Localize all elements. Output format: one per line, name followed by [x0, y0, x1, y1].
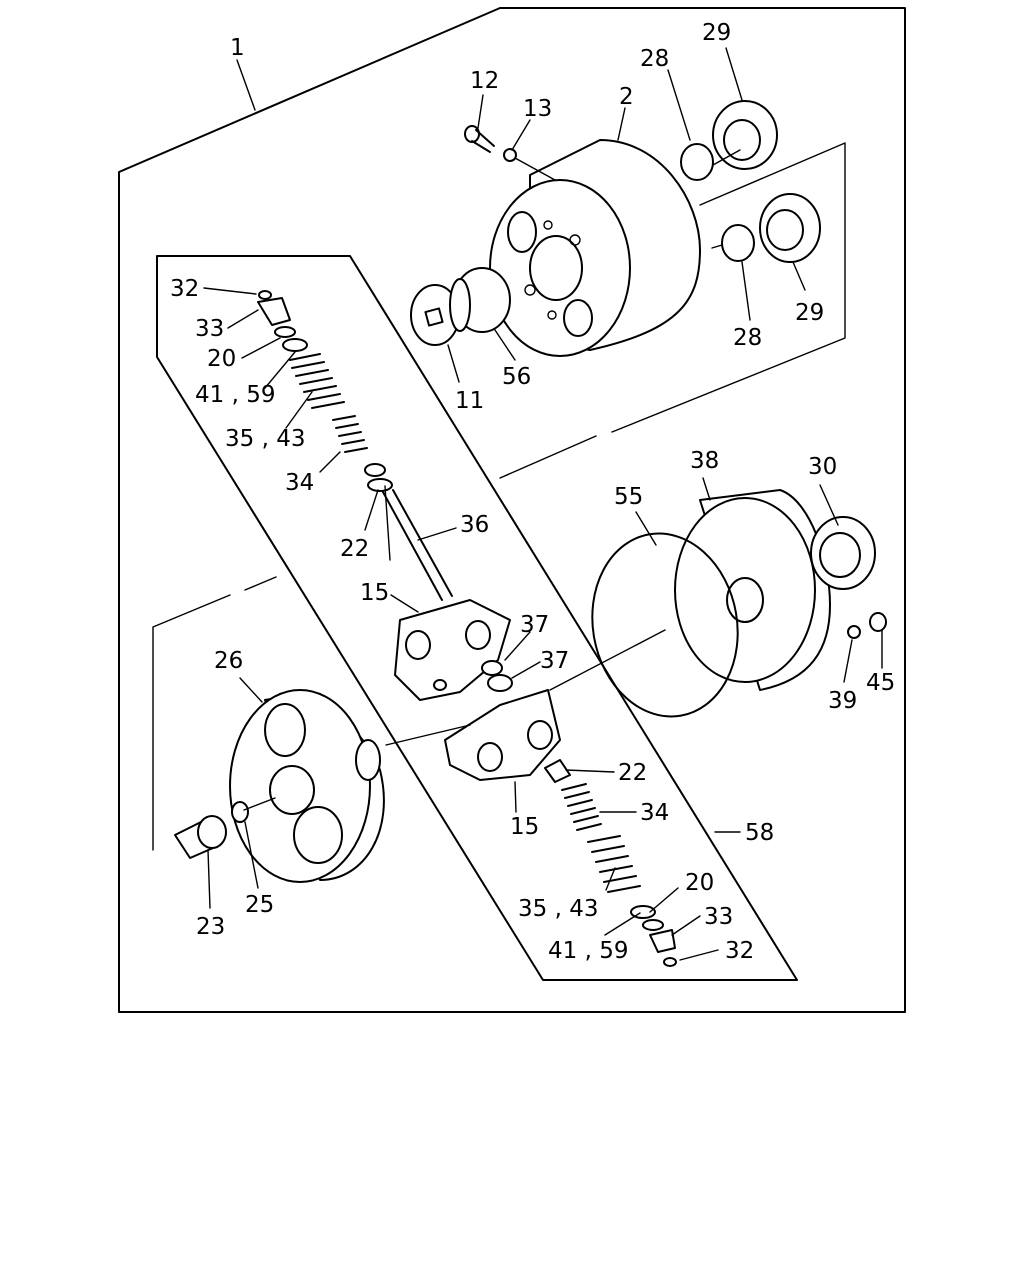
- callout-41-59-upper: 41 , 59: [195, 382, 275, 408]
- callout-12: 12: [470, 68, 499, 94]
- callout-37-upper: 37: [520, 612, 549, 638]
- callout-22-lower: 22: [618, 760, 647, 786]
- callout-20-upper: 20: [207, 346, 236, 372]
- screw-part: [847, 612, 887, 639]
- callout-labels: 1 12 13 2 28 29 29 28 56 11 32 33 20 41 …: [170, 20, 895, 964]
- callout-2: 2: [619, 84, 634, 110]
- callout-11: 11: [455, 388, 484, 414]
- end-plate-part: [229, 689, 385, 883]
- callout-23: 23: [196, 914, 225, 940]
- callout-33-lower: 33: [704, 904, 733, 930]
- callout-37-lower: 37: [540, 648, 569, 674]
- plug-part: [410, 267, 511, 346]
- callout-41-59-lower: 41 , 59: [548, 938, 628, 964]
- callout-39: 39: [828, 688, 857, 714]
- callout-28-upper: 28: [640, 46, 669, 72]
- callout-32-lower: 32: [725, 938, 754, 964]
- subassembly-frame: [156, 255, 798, 981]
- callout-29-lower: 29: [795, 300, 824, 326]
- callout-58: 58: [745, 820, 774, 846]
- callout-15-upper: 15: [360, 580, 389, 606]
- valve-block-lower: [444, 689, 561, 781]
- callout-20-lower: 20: [685, 870, 714, 896]
- pump-body-part: [489, 139, 701, 357]
- valve-block-upper: [394, 599, 511, 701]
- upper-valve-stack: [257, 290, 453, 601]
- callout-55: 55: [614, 484, 643, 510]
- callout-34-upper: 34: [285, 470, 314, 496]
- callout-33-upper: 33: [195, 316, 224, 342]
- callout-45: 45: [866, 670, 895, 696]
- assembly-frame: [118, 7, 906, 1013]
- plate-group-frame: [152, 576, 277, 851]
- leader-lines: [203, 47, 883, 961]
- callout-1: 1: [230, 35, 245, 61]
- seal-lower-part: [711, 193, 821, 263]
- callout-25: 25: [245, 892, 274, 918]
- callout-30: 30: [808, 454, 837, 480]
- alignment-lines: [243, 485, 666, 811]
- seal-group-frame: [499, 142, 846, 479]
- lower-valve-stack: [544, 759, 677, 967]
- drain-plug-part: [174, 801, 249, 859]
- callout-13: 13: [523, 96, 552, 122]
- seal-upper-part: [680, 100, 778, 181]
- callout-32-upper: 32: [170, 276, 199, 302]
- callout-15-lower: 15: [510, 814, 539, 840]
- housing-part: [674, 489, 876, 691]
- callout-22-upper: 22: [340, 536, 369, 562]
- callout-35-43-upper: 35 , 43: [225, 426, 305, 452]
- callout-35-43-lower: 35 , 43: [518, 896, 598, 922]
- callout-26: 26: [214, 648, 243, 674]
- washer-parts: [481, 660, 513, 692]
- callout-29-upper: 29: [702, 20, 731, 46]
- callout-36: 36: [460, 512, 489, 538]
- callout-56: 56: [502, 364, 531, 390]
- bolt-part: [464, 125, 517, 162]
- callout-28-lower: 28: [733, 325, 762, 351]
- callout-34-lower: 34: [640, 800, 669, 826]
- callout-38: 38: [690, 448, 719, 474]
